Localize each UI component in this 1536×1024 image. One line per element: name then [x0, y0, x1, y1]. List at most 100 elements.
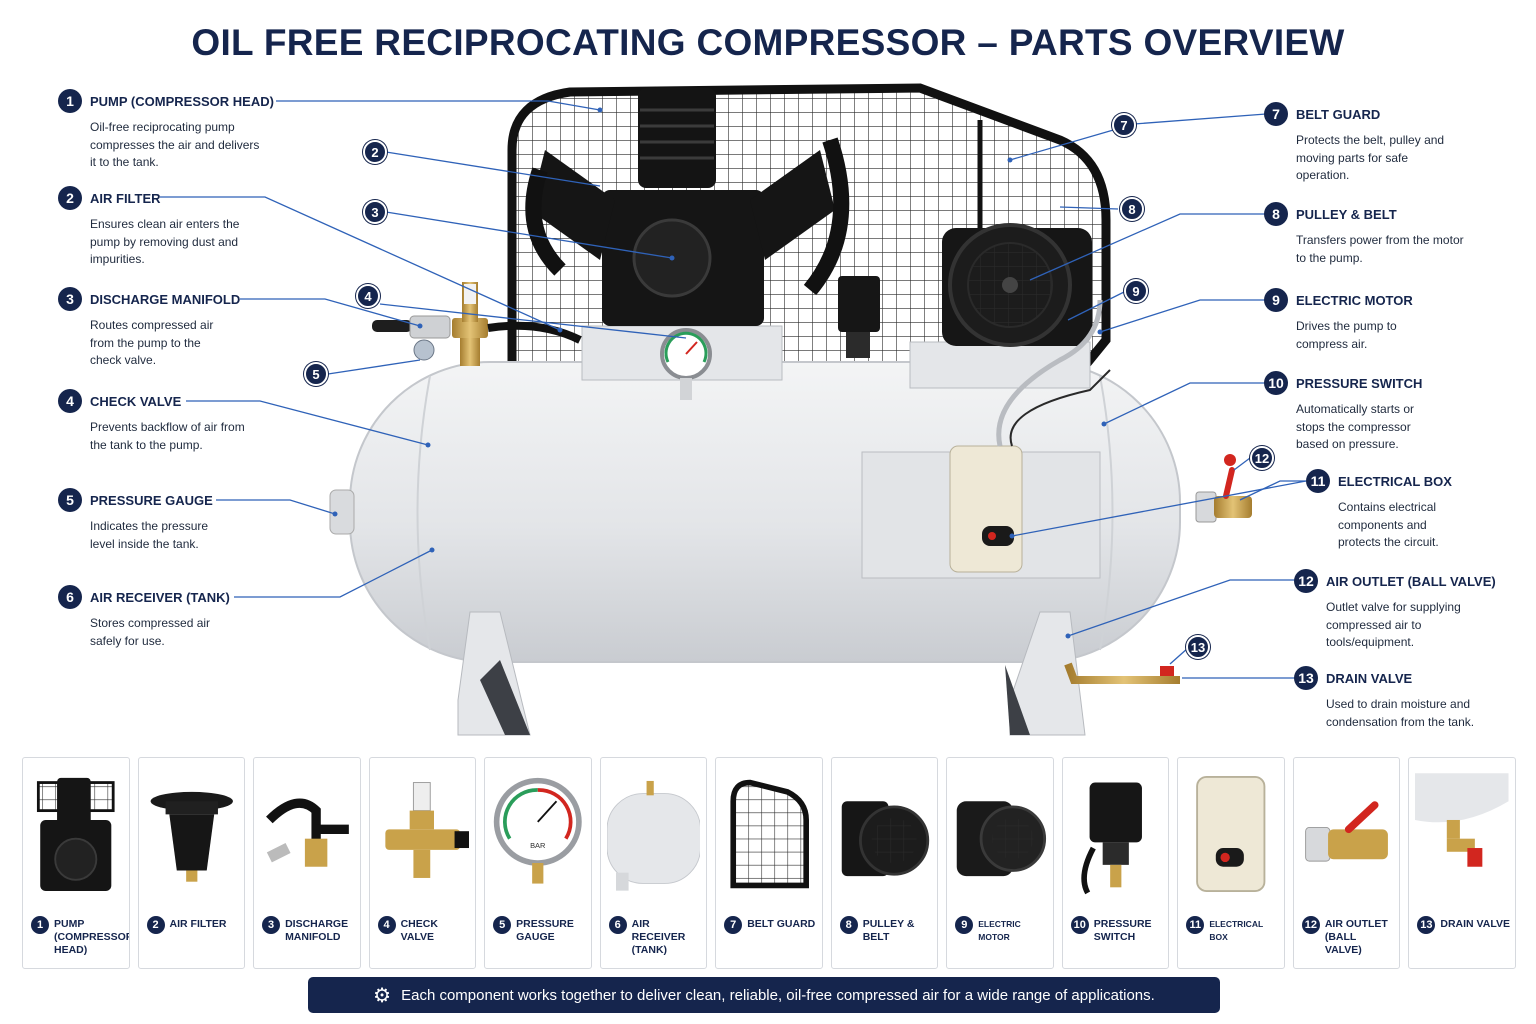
callout-number: 3 [58, 287, 82, 311]
callout-number: 11 [1306, 469, 1330, 493]
callout-title: BELT GUARD [1296, 106, 1381, 122]
callout-description: Used to drain moisture and condensation … [1326, 697, 1475, 729]
check-valve-icon [384, 782, 470, 878]
air-filter-icon [150, 791, 233, 882]
drain-valve [1064, 662, 1180, 684]
callout-number: 7 [1264, 102, 1288, 126]
tank-feet [457, 611, 1086, 736]
ball-valve-icon [1304, 801, 1388, 862]
thumb-number: 4 [377, 916, 396, 934]
callout-title: PRESSURE GAUGE [90, 492, 213, 508]
electrical-box-icon [1196, 776, 1266, 892]
callout-check-valve: 4 CHECK VALVE Prevents backflow of air fr… [58, 389, 298, 454]
callout-electrical-box: 11 ELECTRICAL BOX Contains electrical com… [1306, 469, 1526, 552]
thumb-label: PRESSURE SWITCH [1093, 918, 1152, 943]
callout-title: DRAIN VALVE [1326, 670, 1413, 686]
thumb-number: 2 [146, 916, 165, 934]
gear-icon: ⚙ [373, 984, 392, 1007]
callout-title: AIR RECEIVER (TANK) [90, 589, 230, 605]
thumb-number: 12 [1301, 916, 1320, 934]
electric-motor [942, 223, 1092, 347]
thumb-number: 10 [1070, 916, 1089, 934]
callout-discharge-manifold: 3 DISCHARGE MANIFOLD Routes compressed ai… [58, 287, 298, 370]
manifold-icon [266, 798, 349, 867]
thumb-label: ELECTRICAL BOX [1209, 919, 1263, 942]
callout-title: AIR OUTLET (BALL VALVE) [1326, 573, 1496, 589]
thumb-label: AIR FILTER [169, 918, 227, 930]
page-title: OIL FREE RECIPROCATING COMPRESSOR – PART… [191, 22, 1345, 63]
gauge-icon: BAR [493, 777, 582, 884]
callout-description: Routes compressed air from the pump to t… [90, 318, 214, 367]
callout-number: 8 [1264, 202, 1288, 226]
marker-9: 9 [1124, 279, 1148, 303]
thumb-label: CHECK VALVE [400, 918, 438, 943]
callout-description: Automatically starts or stops the compre… [1296, 402, 1415, 451]
footer-banner: ⚙ Each component works together to deliv… [308, 977, 1220, 1013]
thumb-label: BELT GUARD [747, 918, 816, 930]
callout-title: PRESSURE SWITCH [1296, 375, 1423, 391]
pulley-icon [841, 801, 929, 877]
thumb-label: PULLEY & BELT [862, 918, 915, 943]
callout-title: PUMP (COMPRESSOR HEAD) [90, 93, 274, 109]
callout-description: Ensures clean air enters the pump by rem… [90, 217, 240, 266]
callout-drain-valve: 13 DRAIN VALVE Used to drain moisture and… [1294, 666, 1514, 731]
motor-icon [956, 801, 1047, 877]
thumb-number: 3 [262, 916, 281, 934]
footer-text: Each component works together to deliver… [401, 986, 1155, 1004]
thumb-air-filter: 2 AIR FILTER [137, 757, 246, 969]
thumb-number: 5 [493, 916, 512, 934]
callout-number: 6 [58, 585, 82, 609]
thumb-label: DISCHARGE MANIFOLD [285, 918, 349, 943]
tank-icon [606, 780, 701, 891]
drain-valve-icon [1415, 773, 1509, 867]
thumb-number: 8 [839, 916, 858, 934]
thumb-label: AIR RECEIVER (TANK) [631, 918, 686, 956]
callout-title: ELECTRICAL BOX [1338, 473, 1452, 489]
marker-12: 12 [1250, 446, 1274, 470]
callout-description: Drives the pump to compress air. [1296, 319, 1397, 351]
callout-title: DISCHARGE MANIFOLD [90, 291, 241, 307]
callout-title: CHECK VALVE [90, 393, 182, 409]
callout-number: 1 [58, 89, 82, 113]
thumb-label: ELECTRIC MOTOR [978, 919, 1021, 942]
outlet-ball-valve [1195, 454, 1252, 523]
marker-4: 4 [356, 284, 380, 308]
callout-number: 13 [1294, 666, 1318, 690]
thumb-number: 7 [724, 916, 743, 934]
thumb-number: 9 [955, 916, 974, 934]
callout-description: Prevents backflow of air from the tank t… [90, 420, 245, 452]
callout-number: 4 [58, 389, 82, 413]
callout-number: 2 [58, 186, 82, 210]
callout-description: Transfers power from the motor to the pu… [1296, 233, 1464, 265]
thumb-belt-guard: 7 BELT GUARD [715, 757, 823, 969]
callout-description: Protects the belt, pulley and moving par… [1296, 133, 1445, 182]
callout-number: 9 [1264, 288, 1288, 312]
callout-number: 10 [1264, 371, 1288, 395]
marker-8: 8 [1120, 197, 1144, 221]
callout-pressure-switch: 10 PRESSURE SWITCH Automatically starts o… [1264, 371, 1504, 454]
thumb-label: PUMP (COMPRESSOR HEAD) [54, 918, 130, 956]
marker-5: 5 [304, 362, 328, 386]
pressure-switch [838, 276, 880, 358]
callout-pulley-belt: 8 PULLEY & BELT Transfers power from the … [1264, 202, 1504, 267]
marker-2: 2 [363, 140, 387, 164]
pressure-switch-icon [1081, 782, 1142, 895]
callout-title: PULLEY & BELT [1296, 206, 1397, 222]
callout-number: 12 [1294, 569, 1318, 593]
callout-description: Contains electrical components and prote… [1338, 500, 1439, 549]
thumb-label: AIR OUTLET (BALL VALVE) [1324, 918, 1388, 956]
